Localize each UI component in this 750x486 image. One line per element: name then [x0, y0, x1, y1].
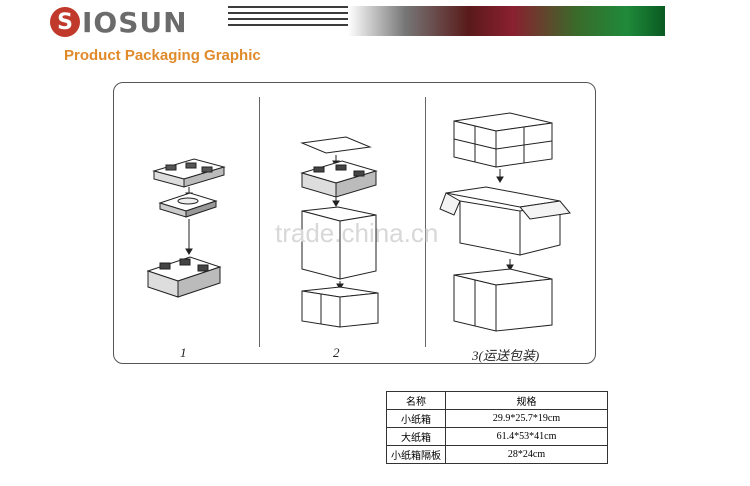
table-cell-spec: 29.9*25.7*19cm [445, 409, 608, 428]
packaging-diagram: 1 2 3(运送包装) [113, 82, 596, 364]
step-label-2: 2 [333, 345, 340, 360]
table-header: 规格 [445, 391, 608, 410]
logo-s-mark: S [50, 7, 80, 37]
table-cell-spec: 61.4*53*41cm [445, 427, 608, 446]
table-cell-name: 小纸箱隔板 [386, 445, 446, 464]
brand-logo: S IOSUN [50, 4, 188, 40]
packaging-spec-table: 名称 规格 小纸箱 29.9*25.7*19cm 大纸箱 61.4*53*41c… [386, 391, 608, 464]
table-cell-spec: 28*24cm [445, 445, 608, 464]
step1-insert [158, 192, 218, 218]
banner-image [348, 6, 665, 36]
table-cell-name: 大纸箱 [386, 427, 446, 446]
banner-lines [228, 6, 368, 36]
logo-text: IOSUN [82, 5, 188, 39]
header-banner [228, 6, 665, 36]
step1-tray-top [152, 158, 226, 188]
step1-tray-bottom [146, 256, 222, 298]
packaging-illustration [146, 112, 571, 332]
step3-open-box [439, 186, 571, 256]
step3-closed-box [453, 268, 553, 332]
step-label-3: 3(运送包装) [472, 348, 540, 363]
table-row: 小纸箱 29.9*25.7*19cm [386, 409, 608, 428]
page-title: Product Packaging Graphic [64, 47, 261, 64]
table-row: 小纸箱隔板 28*24cm [386, 445, 608, 464]
step3-pallet [453, 112, 553, 168]
step-label-1: 1 [180, 345, 187, 360]
table-header: 名称 [386, 391, 446, 410]
step2-open-box [301, 206, 377, 280]
step2-closed-box [301, 286, 379, 328]
step2-sheet [300, 136, 372, 154]
divider-2 [425, 97, 426, 347]
step2-tray [300, 160, 378, 198]
table-header-row: 名称 规格 [386, 391, 608, 410]
table-cell-name: 小纸箱 [386, 409, 446, 428]
table-row: 大纸箱 61.4*53*41cm [386, 427, 608, 446]
watermark: trade.china.cn [275, 218, 439, 248]
divider-1 [259, 97, 260, 347]
